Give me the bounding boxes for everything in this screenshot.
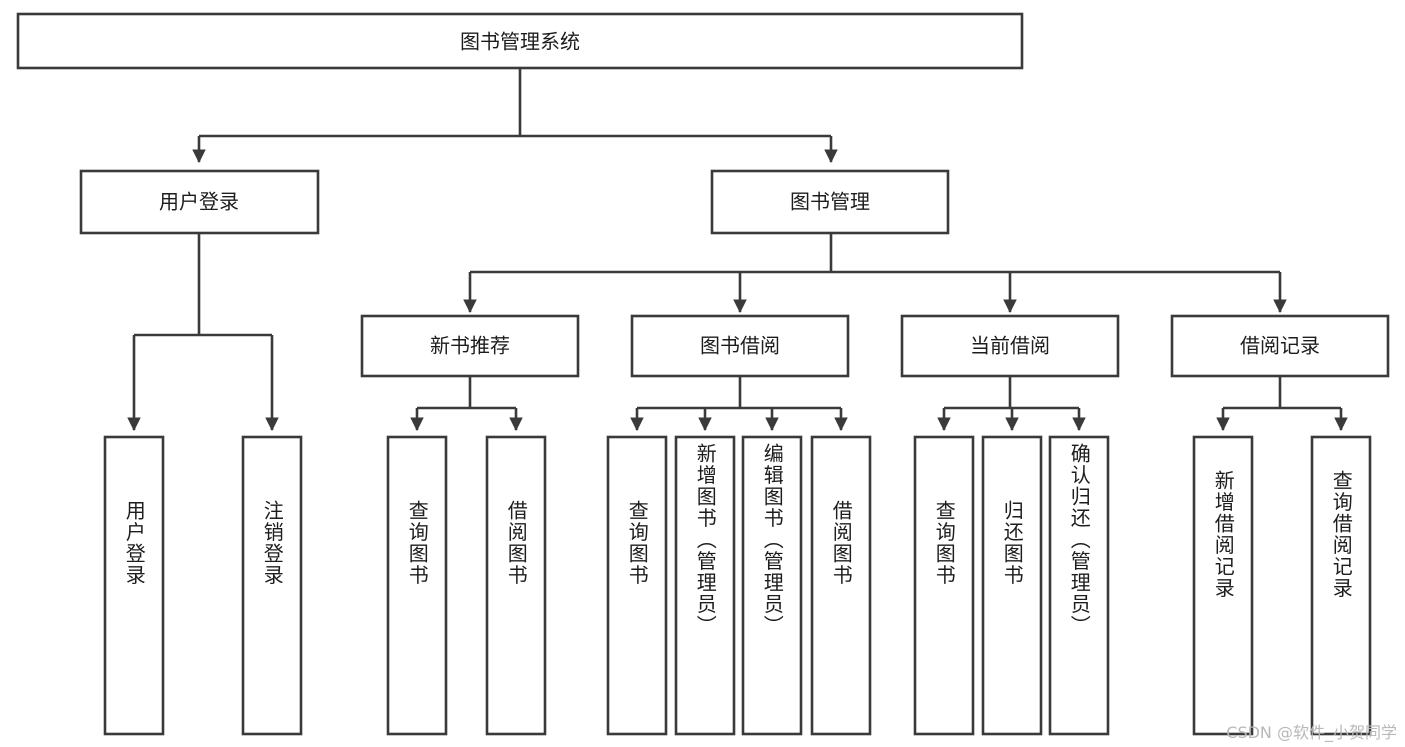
node-root[interactable]: 图书管理系统 <box>16 12 1024 70</box>
leaf-box[interactable] <box>386 435 448 736</box>
connector-root-to-level2 <box>192 68 838 164</box>
leaf-box[interactable] <box>981 435 1043 736</box>
leaf-box[interactable] <box>1048 435 1110 736</box>
leaf-boxes-borrow-record <box>1192 435 1372 736</box>
leaf-boxes-current-borrow <box>913 435 1110 736</box>
leaf-box[interactable] <box>103 435 165 736</box>
connector-currentborrow-to-leaves <box>937 376 1086 432</box>
node-root-label: 图书管理系统 <box>460 30 580 54</box>
node-current-borrow[interactable]: 当前借阅 <box>900 314 1120 378</box>
node-book-management-label: 图书管理 <box>790 190 870 214</box>
leaf-box[interactable] <box>810 435 872 736</box>
leaf-boxes-new-book-recommend <box>386 435 547 736</box>
leaf-box[interactable] <box>1192 435 1254 736</box>
node-book-borrow-label: 图书借阅 <box>700 334 780 358</box>
connector-newbook-to-leaves <box>410 376 523 432</box>
connector-bookmgmt-to-level3 <box>463 233 1287 314</box>
node-book-borrow[interactable]: 图书借阅 <box>630 314 850 378</box>
node-new-book-recommend-label: 新书推荐 <box>430 334 510 358</box>
node-current-borrow-label: 当前借阅 <box>970 334 1050 358</box>
watermark: CSDN @软件_小贺同学 <box>1226 723 1397 742</box>
connector-bookborrow-to-leaves <box>630 376 848 432</box>
leaf-boxes-book-borrow <box>606 435 872 736</box>
connector-borrowrecord-to-leaves <box>1216 376 1348 432</box>
node-user-login[interactable]: 用户登录 <box>79 169 320 235</box>
node-borrow-record[interactable]: 借阅记录 <box>1170 314 1390 378</box>
leaf-box[interactable] <box>606 435 668 736</box>
node-user-login-label: 用户登录 <box>159 190 239 214</box>
leaf-boxes-user-login <box>103 435 303 736</box>
connector-userlogin-to-leaves <box>127 233 279 432</box>
leaf-box[interactable] <box>913 435 975 736</box>
node-book-management[interactable]: 图书管理 <box>710 169 950 235</box>
node-borrow-record-label: 借阅记录 <box>1240 334 1320 358</box>
leaf-box[interactable] <box>741 435 803 736</box>
leaf-box[interactable] <box>241 435 303 736</box>
leaf-box[interactable] <box>1310 435 1372 736</box>
leaf-box[interactable] <box>674 435 736 736</box>
leaf-box[interactable] <box>485 435 547 736</box>
node-new-book-recommend[interactable]: 新书推荐 <box>360 314 580 378</box>
